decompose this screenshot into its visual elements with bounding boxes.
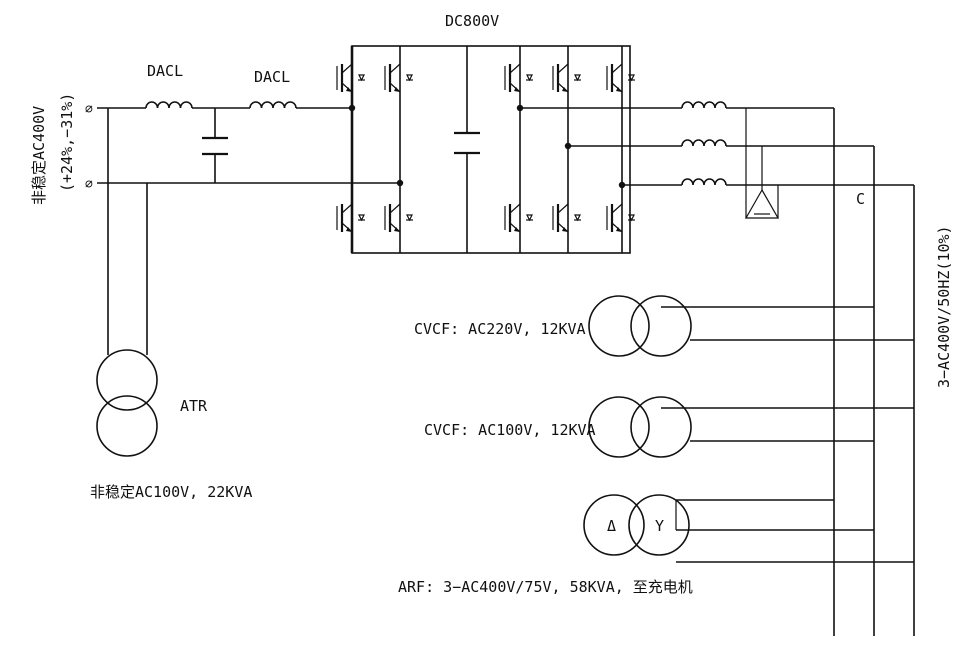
phase-c-label: C [856, 190, 865, 208]
dc-bus-label: DC800V [445, 12, 499, 30]
delta-symbol: Δ [607, 517, 616, 535]
output-inductors [681, 100, 727, 187]
input-filter-capacitor [202, 108, 228, 183]
atr-output-label: 非稳定AC100V, 22KVA [90, 483, 252, 501]
phase-symbol-top: ∅ [85, 102, 93, 117]
cvcf-220-transformer [588, 295, 914, 357]
dacl-inductor-1 [145, 100, 193, 110]
arf-label: ARF: 3−AC400V/75V, 58KVA, 至充电机 [398, 578, 693, 596]
dacl-inductor-2 [249, 100, 297, 110]
output-wires [520, 107, 915, 636]
output-bus-label: 3−AC400V/50HZ(10%) [935, 225, 953, 388]
atr-label: ATR [180, 397, 208, 415]
wye-symbol: Y [655, 517, 664, 535]
input-tolerance-label: (+24%,−31%) [58, 93, 76, 192]
input-source-label: 非稳定AC400V [30, 106, 48, 205]
phase-symbol-bottom: ∅ [85, 177, 93, 192]
cvcf-100-label: CVCF: AC100V, 12KVA [424, 421, 596, 439]
dacl-label-1: DACL [147, 62, 183, 80]
converter-bridge [350, 45, 631, 254]
input-wires [97, 107, 400, 184]
igbt-switches [335, 62, 637, 234]
cvcf-100-transformer [588, 396, 914, 458]
dacl-label-2: DACL [254, 68, 290, 86]
atr-transformer [96, 108, 158, 457]
cvcf-220-label: CVCF: AC220V, 12KVA [414, 320, 586, 338]
arf-transformer [583, 494, 914, 563]
output-capacitor-bank [744, 108, 780, 219]
